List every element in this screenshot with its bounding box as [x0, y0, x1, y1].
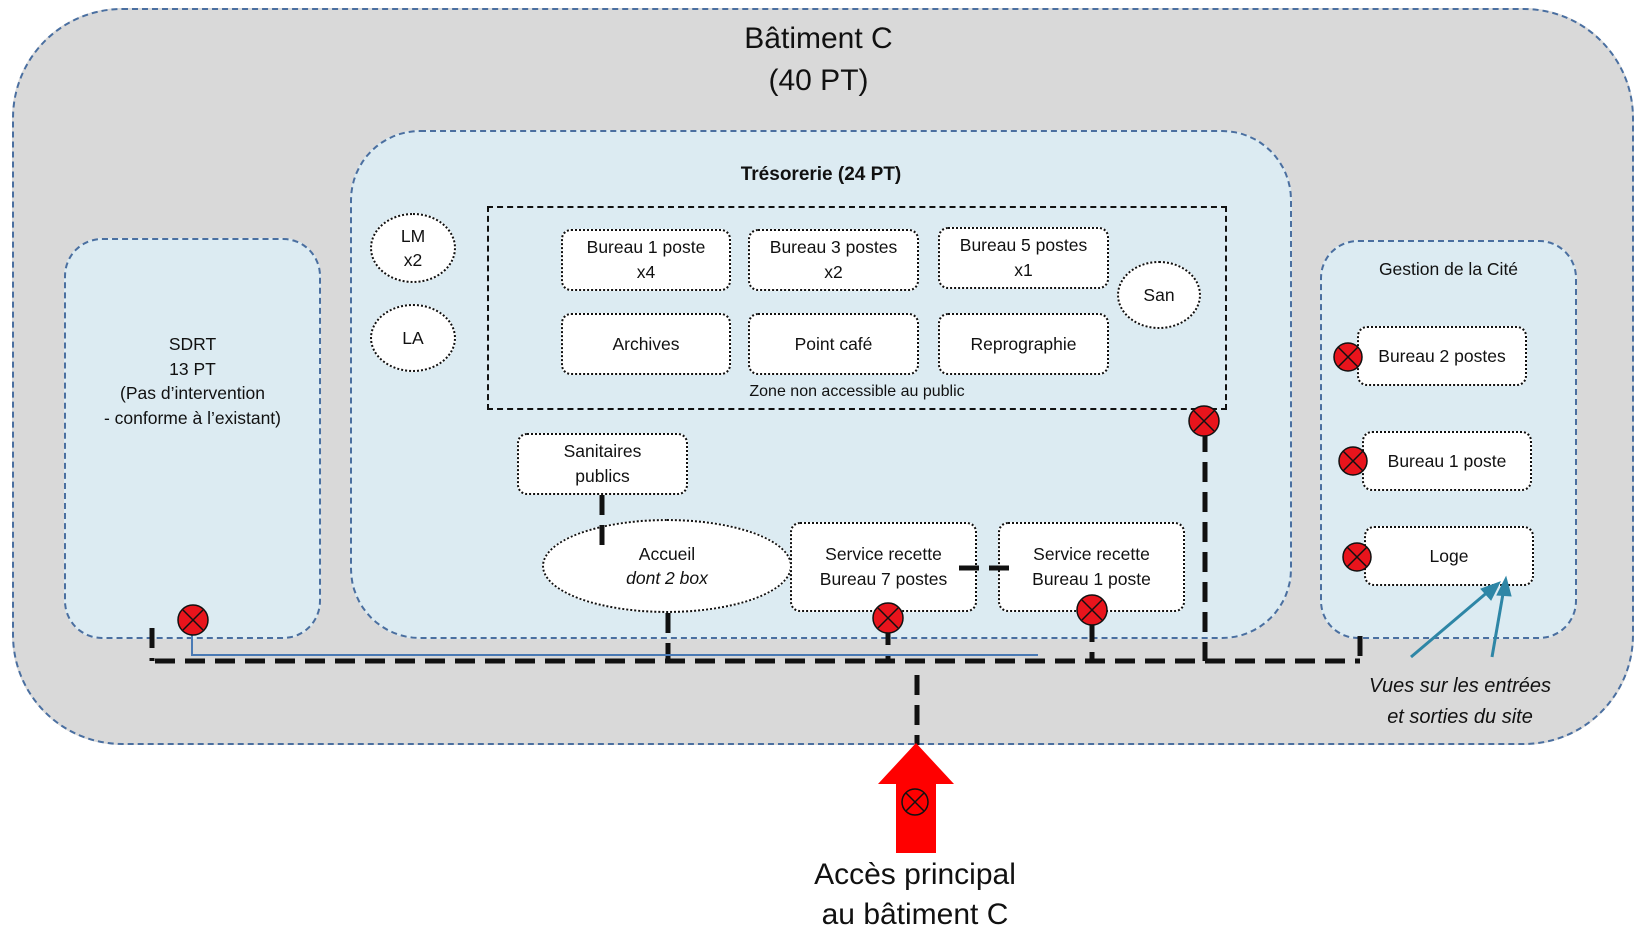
sdrt-zone: [64, 238, 321, 639]
restricted-zone: [487, 206, 1227, 410]
room-reprographie: Reprographie: [938, 313, 1109, 375]
room-san: San: [1117, 261, 1201, 329]
room-label: Bureau 1 poste: [586, 237, 706, 257]
room-bureau-1-poste: Bureau 1 poste x4: [561, 229, 731, 291]
room-accueil: Accueil dont 2 box: [542, 519, 792, 613]
sdrt-note-1: (Pas d’intervention: [120, 383, 265, 403]
gestion-title: Gestion de la Cité: [1378, 259, 1519, 279]
tresorerie-title: Trésorerie (24 PT): [740, 164, 902, 185]
room-label: Point café: [794, 333, 873, 354]
sdrt-note-2: - conforme à l’existant): [103, 407, 281, 428]
access-camera-icon: [901, 788, 929, 816]
access-camera-cross: [905, 792, 925, 812]
building-title: Bâtiment C (40 PT): [0, 18, 1637, 102]
room-sanitaires-publics: Sanitaires publics: [517, 433, 688, 495]
room-label: Reprographie: [970, 333, 1077, 354]
room-point-cafe: Point café: [748, 313, 919, 375]
building-name: Bâtiment C: [744, 22, 893, 55]
room-gestion-bureau-1-poste: Bureau 1 poste: [1362, 431, 1532, 491]
restricted-zone-label: Zone non accessible au public: [749, 383, 965, 400]
main-access-line-1: Accès principal: [814, 858, 1016, 891]
la-oval: LA: [370, 304, 456, 372]
sdrt-capacity: 13 PT: [169, 358, 216, 379]
room-bureau-3-postes: Bureau 3 postes x2: [748, 229, 919, 291]
la-label: LA: [402, 328, 424, 348]
building-capacity: (40 PT): [768, 64, 869, 97]
room-label: Accueil: [638, 544, 696, 564]
room-label: Sanitaires: [563, 441, 642, 461]
room-bureau-5-postes: Bureau 5 postes x1: [938, 227, 1109, 289]
room-label: San: [1143, 285, 1175, 305]
room-count: x4: [636, 262, 656, 282]
room-count: Bureau 1 poste: [1032, 569, 1151, 589]
main-access-line-2: au bâtiment C: [821, 898, 1009, 931]
lm-oval: LM x2: [370, 213, 456, 283]
room-count: x1: [1014, 260, 1033, 280]
room-label: Bureau 2 postes: [1378, 345, 1506, 366]
room-label: Loge: [1429, 545, 1469, 566]
main-access-label: Accès principal au bâtiment C: [0, 855, 1637, 935]
room-label: Bureau 5 postes: [959, 235, 1088, 255]
room-label: Service recette: [1033, 544, 1150, 564]
access-arrow-icon: [878, 743, 954, 853]
sdrt-label: SDRT 13 PT (Pas d’intervention - conform…: [64, 332, 321, 430]
annotation-text: Vues sur les entrées et sorties du site: [1340, 671, 1580, 733]
lm-label: LM: [400, 226, 426, 246]
room-service-recette-1: Service recette Bureau 1 poste: [998, 522, 1185, 612]
lm-count: x2: [403, 250, 423, 270]
room-count: x2: [824, 262, 843, 282]
sdrt-name: SDRT: [168, 334, 217, 354]
access-arrow: [878, 743, 954, 853]
room-service-recette-7: Service recette Bureau 7 postes: [790, 522, 977, 612]
room-archives: Archives: [561, 313, 731, 375]
room-note: dont 2 box: [626, 568, 708, 588]
room-label: Service recette: [825, 544, 942, 564]
annotation-line-2: et sorties du site: [1387, 706, 1533, 728]
room-label-2: publics: [575, 466, 630, 486]
room-bureau-2-postes: Bureau 2 postes: [1357, 326, 1527, 386]
room-count: Bureau 7 postes: [819, 569, 948, 589]
room-label: Bureau 3 postes: [769, 237, 898, 257]
room-loge: Loge: [1364, 526, 1534, 586]
room-label: Archives: [612, 333, 680, 354]
room-label: Bureau 1 poste: [1387, 450, 1507, 471]
annotation-line-1: Vues sur les entrées: [1369, 675, 1551, 697]
